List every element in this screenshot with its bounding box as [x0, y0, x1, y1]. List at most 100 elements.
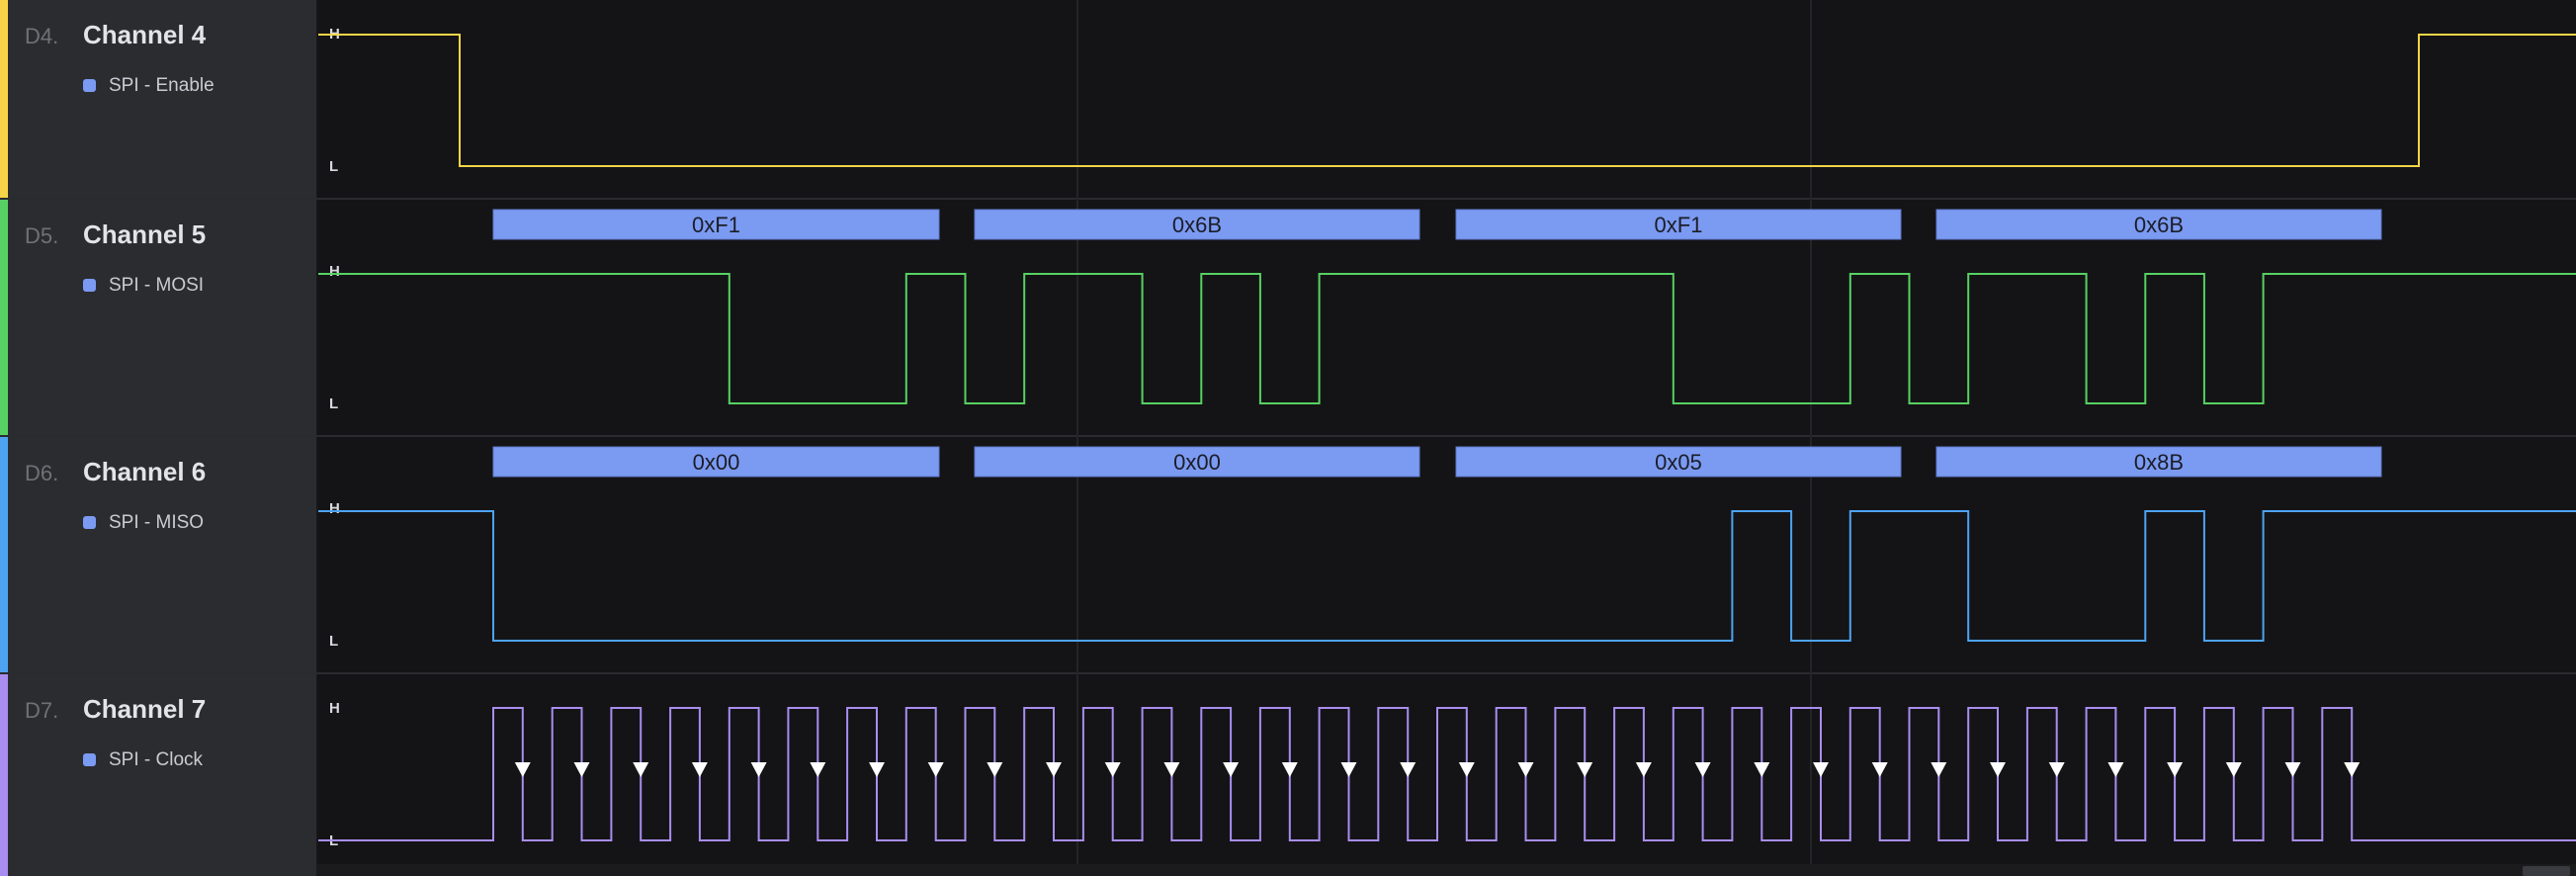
- miso-trace: [318, 510, 2576, 642]
- frame-value: 0x6B: [2134, 213, 2184, 237]
- frame-box: [1935, 446, 2382, 478]
- low-level-label: L: [329, 395, 339, 412]
- channel-id: D4.: [25, 24, 59, 48]
- analyzer-label[interactable]: SPI - Clock: [109, 749, 204, 770]
- mosi-trace: [318, 273, 2576, 404]
- frame-value: 0xF1: [692, 213, 740, 237]
- falling-edge-marker: [633, 762, 649, 777]
- decoded-frames: 0xF1 0x6B 0xF1 0x6B 0x00 0x00 0x05 0x8B: [492, 209, 2382, 478]
- high-level-label: H: [329, 263, 340, 280]
- decoded-frame-mosi: 0x6B: [974, 209, 1420, 240]
- falling-edge-marker: [1046, 762, 1062, 777]
- channel-sidebar[interactable]: D7. Channel 7 SPI - Clock: [0, 674, 317, 876]
- falling-edge-marker: [2344, 762, 2361, 777]
- frame-box: [492, 209, 940, 240]
- channel-color-bar: [0, 0, 8, 198]
- high-level-label: H: [329, 500, 340, 517]
- analyzer-label[interactable]: SPI - MOSI: [109, 275, 205, 296]
- decoded-frame-miso: 0x00: [974, 446, 1420, 478]
- channel-sidebar[interactable]: D4. Channel 4 SPI - Enable: [0, 0, 317, 198]
- falling-edge-marker: [1990, 762, 2006, 777]
- decoded-frame-mosi: 0x6B: [1935, 209, 2382, 240]
- frame-box: [492, 446, 940, 478]
- frame-value: 0x05: [1655, 450, 1702, 475]
- analyzer-label[interactable]: SPI - Enable: [109, 75, 215, 96]
- clock-trace: [318, 707, 2576, 841]
- falling-edge-marker: [573, 762, 590, 777]
- frame-value: 0x6B: [1172, 213, 1222, 237]
- falling-edge-marker: [2167, 762, 2184, 777]
- channel-sidebar[interactable]: D6. Channel 6 SPI - MISO: [0, 437, 317, 672]
- falling-edge-marker: [514, 762, 531, 777]
- falling-edge-marker: [927, 762, 944, 777]
- falling-edge-marker: [1517, 762, 1534, 777]
- channel-sidebar[interactable]: D5. Channel 5 SPI - MOSI: [0, 200, 317, 435]
- falling-edge-marker: [1104, 762, 1121, 777]
- row-divider: [0, 435, 2576, 437]
- channel-name[interactable]: Channel 5: [83, 219, 207, 249]
- channel-color-bar: [0, 674, 8, 876]
- channel-name[interactable]: Channel 4: [83, 20, 207, 49]
- channel-id: D5.: [25, 223, 59, 248]
- frame-value: 0xF1: [1655, 213, 1703, 237]
- falling-edge-marker: [869, 762, 885, 777]
- falling-edge-marker: [2225, 762, 2242, 777]
- falling-edge-marker: [1694, 762, 1711, 777]
- time-gridlines: [1076, 0, 1812, 864]
- frame-value: 0x00: [693, 450, 740, 475]
- falling-edge-marker: [2284, 762, 2301, 777]
- channel-name[interactable]: Channel 6: [83, 457, 207, 486]
- channel-id: D7.: [25, 698, 59, 723]
- enable-trace: [318, 34, 2576, 167]
- falling-edge-marker: [750, 762, 767, 777]
- falling-edge-marker: [1635, 762, 1652, 777]
- falling-edge-marker: [987, 762, 1003, 777]
- channel-row-4: D4. Channel 4 SPI - Enable H L: [0, 0, 2576, 198]
- falling-edge-marker: [1577, 762, 1593, 777]
- analyzer-label[interactable]: SPI - MISO: [109, 512, 205, 533]
- row-divider: [0, 198, 2576, 200]
- low-level-label: L: [329, 158, 339, 175]
- horizontal-scrollbar[interactable]: [316, 864, 2576, 876]
- analyzer-color-swatch: [83, 516, 96, 529]
- decoded-frame-miso: 0x05: [1455, 446, 1902, 478]
- decoded-frame-mosi: 0xF1: [1455, 209, 1902, 240]
- row-divider: [0, 672, 2576, 674]
- frame-value: 0x8B: [2134, 450, 2184, 475]
- channel-color-bar: [0, 437, 8, 672]
- falling-edge-marker: [2107, 762, 2124, 777]
- falling-edge-marker: [1871, 762, 1888, 777]
- falling-edge-marker: [1400, 762, 1417, 777]
- analyzer-color-swatch: [83, 79, 96, 92]
- falling-edge-marker: [2048, 762, 2065, 777]
- channel-color-bar: [0, 200, 8, 435]
- falling-edge-marker: [691, 762, 708, 777]
- falling-edge-marker: [810, 762, 826, 777]
- analyzer-color-swatch: [83, 753, 96, 766]
- frame-value: 0x00: [1173, 450, 1221, 475]
- decoded-frame-mosi: 0xF1: [492, 209, 940, 240]
- falling-edge-marker: [1163, 762, 1180, 777]
- falling-edge-marker: [1458, 762, 1475, 777]
- analyzer-color-swatch: [83, 279, 96, 292]
- channel-name[interactable]: Channel 7: [83, 694, 207, 724]
- channel-id: D6.: [25, 461, 59, 485]
- clock-edge-markers: [514, 762, 2361, 777]
- waveform-traces: [318, 34, 2576, 841]
- frame-box: [1455, 446, 1902, 478]
- low-level-label: L: [329, 633, 339, 650]
- falling-edge-marker: [1931, 762, 1947, 777]
- falling-edge-marker: [1281, 762, 1298, 777]
- frame-box: [1935, 209, 2382, 240]
- high-level-label: H: [329, 700, 340, 717]
- falling-edge-marker: [1223, 762, 1240, 777]
- falling-edge-marker: [1813, 762, 1829, 777]
- scrollbar-thumb[interactable]: [2523, 866, 2570, 876]
- falling-edge-marker: [1754, 762, 1770, 777]
- decoded-frame-miso: 0x00: [492, 446, 940, 478]
- falling-edge-marker: [1340, 762, 1357, 777]
- frame-box: [974, 446, 1420, 478]
- frame-box: [1455, 209, 1902, 240]
